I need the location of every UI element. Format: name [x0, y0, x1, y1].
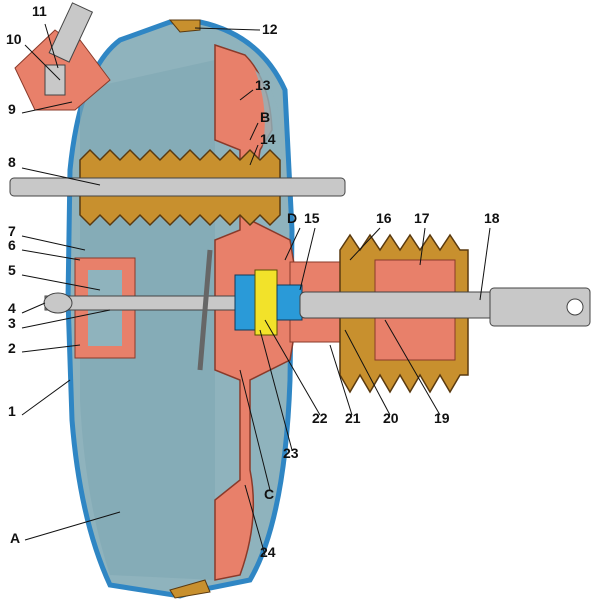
diaphragm-spring [197, 249, 213, 371]
label-8: 8 [8, 154, 16, 170]
label-3: 3 [8, 315, 16, 331]
label-11: 11 [32, 3, 47, 19]
label-7: 7 [8, 223, 16, 239]
label-21: 21 [345, 410, 361, 426]
label-23: 23 [283, 445, 299, 461]
label-1: 1 [8, 403, 16, 419]
label-5: 5 [8, 262, 16, 278]
label-12: 12 [262, 21, 278, 37]
label-17: 17 [414, 210, 430, 226]
clevis-hole [566, 298, 584, 316]
label-13: 13 [255, 77, 271, 93]
label-16: 16 [376, 210, 392, 226]
label-22: 22 [312, 410, 328, 426]
label-2: 2 [8, 340, 16, 356]
label-A: A [10, 530, 21, 546]
label-B: B [260, 109, 271, 125]
label-D: D [287, 210, 298, 226]
leader-lines [21, 23, 491, 556]
check-valve-insert [44, 64, 66, 96]
label-24: 24 [260, 544, 276, 560]
vacuum-hose-fitting [48, 2, 94, 63]
valve-plunger [254, 269, 278, 336]
label-C: C [264, 486, 275, 502]
label-20: 20 [383, 410, 399, 426]
label-18: 18 [484, 210, 500, 226]
adjust-screw-head [43, 292, 73, 314]
label-15: 15 [304, 210, 320, 226]
label-9: 9 [8, 101, 16, 117]
label-4: 4 [8, 300, 16, 316]
housing-seam-top [168, 19, 201, 33]
label-6: 6 [8, 237, 16, 253]
pushrod [44, 295, 246, 311]
label-10: 10 [6, 31, 22, 47]
clevis [489, 287, 591, 327]
label-14: 14 [260, 131, 276, 147]
valve-seat [276, 284, 303, 321]
label-19: 19 [434, 410, 450, 426]
housing-seam-bottom [169, 579, 211, 599]
stud-rod [9, 177, 346, 197]
input-rod [299, 291, 496, 319]
